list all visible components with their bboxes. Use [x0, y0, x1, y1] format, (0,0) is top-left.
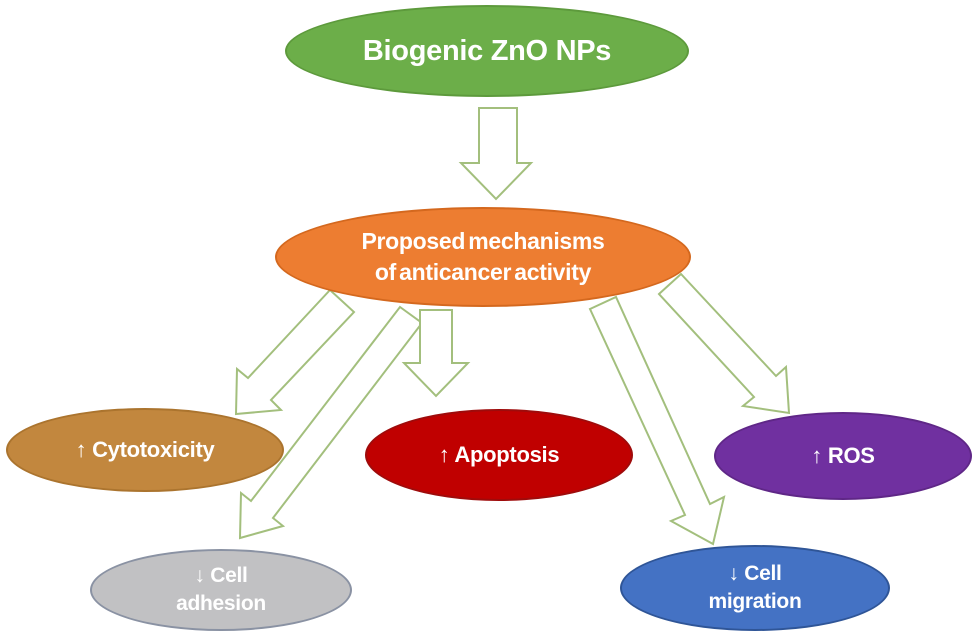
node-ros-label: ↑ ROS [811, 443, 875, 468]
node-biogenic-zno-nps-label: Biogenic ZnO NPs [362, 34, 612, 67]
connector-arrow-root-to-mechanisms [458, 107, 534, 201]
node-apoptosis-label: ↑ Apoptosis [438, 442, 560, 467]
node-proposed-mechanisms-label-line2: of anticancer activity [374, 259, 592, 285]
connector-arrow-mechanisms-to-apoptosis [401, 309, 471, 398]
node-proposed-mechanisms: Proposed mechanisms of anticancer activi… [275, 207, 691, 307]
connector-arrow-mechanisms-to-cell-migration [588, 295, 726, 546]
node-proposed-mechanisms-label-line1: Proposed mechanisms [361, 228, 605, 254]
connector-arrow-mechanisms-to-ros [657, 272, 791, 415]
connector-arrow-mechanisms-to-cell-adhesion [238, 305, 424, 540]
node-cell-adhesion: ↓ Cell adhesion [90, 549, 352, 631]
node-cell-migration-label-line1: ↓ Cell [728, 562, 782, 585]
connector-arrow-mechanisms-to-cytotoxicity [234, 288, 356, 416]
node-cell-migration: ↓ Cell migration [620, 545, 890, 631]
node-apoptosis: ↑ Apoptosis [365, 409, 633, 501]
node-cell-adhesion-label-line2: adhesion [176, 592, 266, 615]
node-cytotoxicity-label: ↑ Cytotoxicity [75, 437, 215, 462]
node-ros: ↑ ROS [714, 412, 972, 500]
node-cell-adhesion-label-line1: ↓ Cell [194, 564, 248, 587]
node-biogenic-zno-nps: Biogenic ZnO NPs [285, 5, 689, 97]
node-cell-migration-label-line2: migration [708, 590, 802, 613]
node-cytotoxicity: ↑ Cytotoxicity [6, 408, 284, 492]
